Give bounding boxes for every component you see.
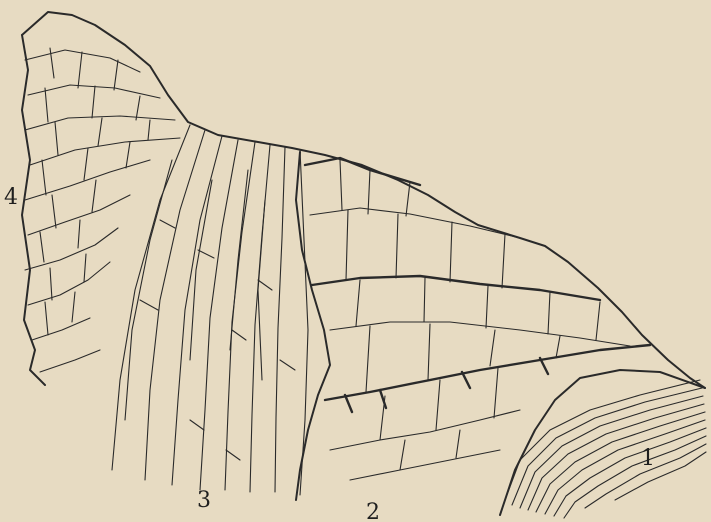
zone-1-banded-rock	[505, 380, 706, 518]
outcrop-outline	[22, 12, 705, 388]
zone-2-jointed-blocks	[305, 158, 650, 480]
left-cliff-edge	[22, 35, 45, 385]
label-zone-2: 2	[366, 502, 380, 522]
label-zone-1: 1	[641, 448, 655, 470]
zone-3-foliated-band	[112, 125, 308, 495]
zone-3-2-boundary	[296, 152, 330, 500]
label-zone-3: 3	[197, 490, 211, 512]
label-zone-4: 4	[4, 187, 18, 209]
zone-1-boundary	[500, 370, 705, 515]
